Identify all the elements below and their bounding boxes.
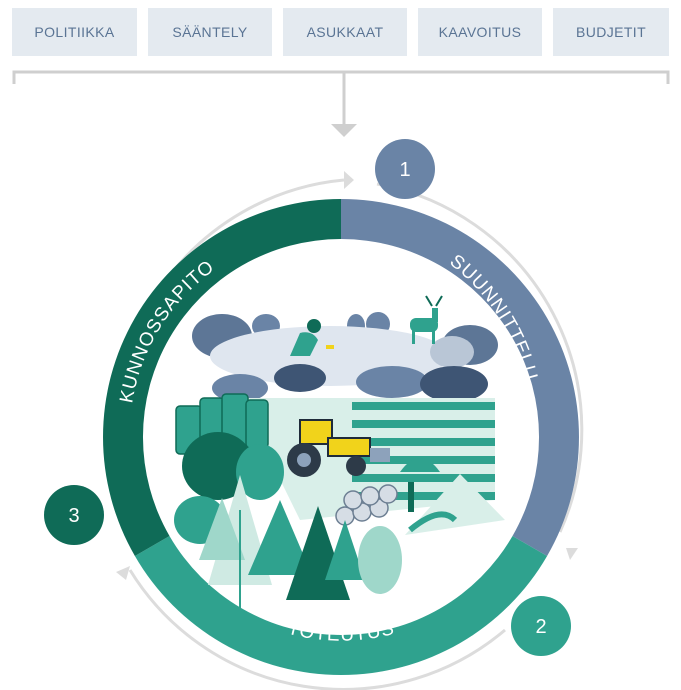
category-label: ASUKKAAT [306, 24, 384, 40]
logs-icon [335, 484, 398, 526]
step-badge-1: 1 [375, 139, 435, 199]
category-saantely: SÄÄNTELY [148, 8, 272, 56]
step-number-2: 2 [535, 616, 546, 638]
arrowhead-implementation [566, 548, 578, 560]
step-badge-2: 2 [511, 596, 571, 656]
category-asukkaat: ASUKKAAT [283, 8, 407, 56]
step-number-1: 1 [399, 159, 410, 181]
arrowhead-maintenance [116, 566, 130, 580]
down-arrow-icon [331, 124, 357, 137]
landscape-illustration [146, 242, 536, 632]
category-budjetit: BUDJETIT [553, 8, 669, 56]
segment-maintenance [103, 199, 342, 556]
category-politiikka: POLITIIKKA [12, 8, 137, 56]
category-label: SÄÄNTELY [172, 24, 248, 40]
category-label: KAAVOITUS [438, 24, 522, 40]
category-label: BUDJETIT [575, 24, 647, 40]
category-label: POLITIIKKA [34, 24, 115, 40]
deer-icon [410, 295, 443, 344]
tractor-icon [287, 419, 390, 477]
segment-implementation [134, 536, 548, 675]
step-number-3: 3 [68, 505, 79, 527]
person-gardening-icon [290, 319, 334, 356]
bracket-connector [12, 70, 670, 126]
step-badge-3: 3 [44, 485, 104, 545]
category-kaavoitus: KAAVOITUS [418, 8, 542, 56]
arrowhead-planning [344, 171, 354, 189]
segment-planning [341, 199, 579, 556]
trees-icon [174, 432, 458, 612]
